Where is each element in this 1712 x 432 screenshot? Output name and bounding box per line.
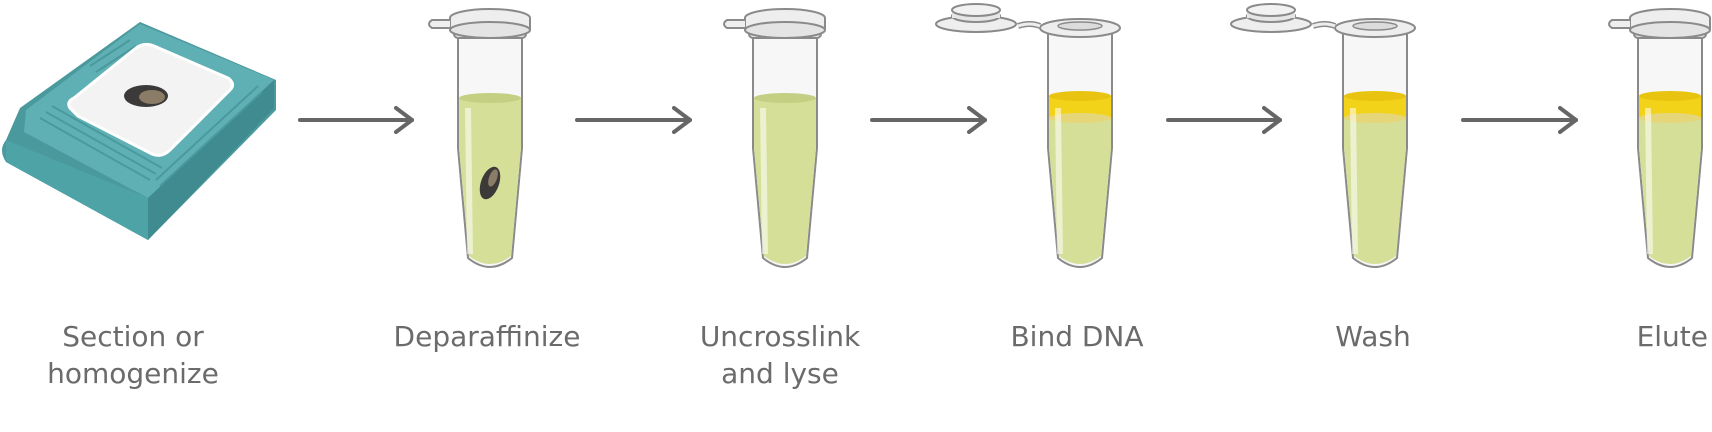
step-label-elute: Elute — [1636, 320, 1708, 353]
tube-closed-icon — [723, 8, 826, 268]
tube-open-yellow-band-icon — [1230, 3, 1416, 268]
step-label-uncrosslink: Uncrosslink and lyse — [699, 320, 861, 390]
tube-yellow-band-icon — [1608, 8, 1711, 268]
cassette-icon — [2, 22, 276, 240]
step-label-deparaffinize: Deparaffinize — [393, 320, 581, 353]
step-label-wash: Wash — [1335, 320, 1411, 353]
tube-with-tissue-icon — [428, 8, 531, 268]
step-label-section: Section or homogenize — [47, 320, 219, 390]
tube-open-yellow-band-icon — [935, 3, 1121, 268]
step-label-bind-dna: Bind DNA — [1010, 320, 1144, 353]
